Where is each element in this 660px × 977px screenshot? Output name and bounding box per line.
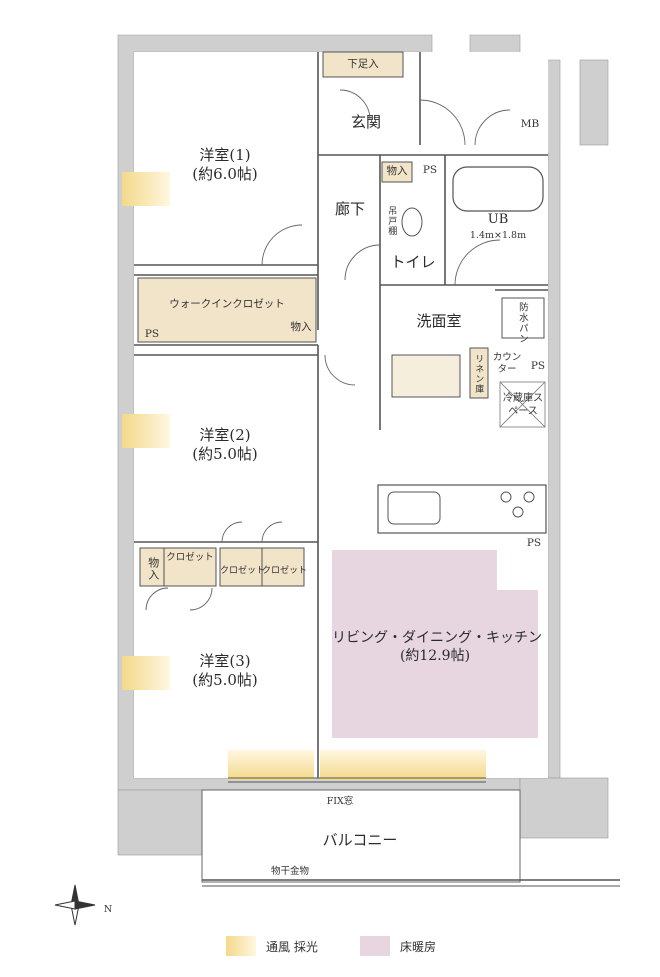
vent-balcony-2: [320, 750, 486, 780]
closet-1-box: [163, 547, 217, 587]
storage-a-label: 物入: [386, 165, 408, 177]
hallway-label: 廊下: [334, 200, 365, 218]
legend-floor-heating-label: 床暖房: [400, 940, 437, 954]
vanity: [391, 354, 461, 398]
ps-left-label: PS: [144, 328, 160, 340]
balcony-area: [201, 789, 521, 883]
western1-name: 洋室(1): [199, 146, 251, 164]
ub-label: UB: [487, 212, 509, 227]
toilet-label: トイレ: [390, 253, 436, 271]
compass-n-label: N: [103, 904, 113, 915]
closet-2-label: クロゼット: [220, 566, 266, 576]
fix-window-label: FIX窓: [326, 796, 354, 807]
western3-name: 洋室(3): [199, 652, 251, 670]
waterproof-pan: [501, 297, 545, 339]
shoe-box: [322, 51, 404, 78]
entrance-label: 玄関: [350, 113, 381, 131]
western1-label: 洋室(1) (約6.0帖): [180, 146, 270, 184]
walk-in-closet-label: ウォークインクロゼット: [169, 298, 285, 310]
western3-size: (約5.0帖): [192, 670, 258, 689]
closet-1-label: クロゼット: [166, 552, 214, 563]
laundry-hardware-label: 物干金物: [270, 866, 309, 877]
linen-label: リネン庫: [473, 354, 484, 394]
western2-label: 洋室(2) (約5.0帖): [180, 426, 270, 464]
western3-label: 洋室(3) (約5.0帖): [180, 652, 270, 690]
western2-size: (約5.0帖): [192, 444, 258, 463]
walk-in-closet-box: [137, 277, 317, 343]
closet-3-box: [261, 547, 305, 587]
storage-c-label: 物入: [146, 557, 160, 581]
counter-label: カウンター: [492, 352, 522, 375]
balcony-label: バルコニー: [322, 831, 398, 849]
floor-heating-area: [332, 550, 538, 738]
fridge-label: 冷蔵庫スペース: [503, 393, 543, 417]
mb-label: MB: [520, 118, 540, 130]
legend-swatch-ventilation: [226, 936, 256, 956]
washroom-label: 洗面室: [416, 312, 462, 330]
shoe-box-label: 下足入: [347, 58, 379, 70]
western2-name: 洋室(2): [199, 426, 251, 444]
vent-window-1: [122, 172, 170, 206]
toilet-bowl: [401, 207, 423, 237]
linen-box: [469, 347, 489, 399]
storage-a-box: [381, 161, 413, 183]
stove-burners: [500, 491, 535, 518]
legend-ventilation-label: 通風 採光: [266, 940, 318, 954]
closet-3-label: クロゼット: [262, 566, 308, 576]
hanging-shelf-label: 吊戸棚: [386, 206, 397, 236]
western1-size: (約6.0帖): [192, 164, 258, 183]
storage-b-label: 物入: [290, 321, 312, 333]
bathtub: [452, 166, 544, 212]
storage-c-box: [139, 547, 165, 587]
ub-size-label: 1.4m×1.8m: [469, 230, 527, 241]
vent-balcony-1: [228, 750, 314, 780]
kitchen-sink: [387, 491, 441, 525]
door-swings: [145, 89, 511, 611]
ldk-label: リビング・ダイニング・キッチン (約12.9帖): [332, 630, 542, 665]
fridge-space: [499, 381, 546, 428]
window-lines: [228, 777, 486, 783]
ps-kitchen-label: PS: [526, 537, 542, 549]
compass-icon: [54, 884, 96, 926]
legend-swatch-floor-heating: [360, 936, 390, 956]
ps-wash-label: PS: [530, 360, 546, 372]
interior-walls: [134, 52, 548, 778]
ps-top-label: PS: [422, 164, 438, 176]
ldk-name: リビング・ダイニング・キッチン: [332, 630, 542, 646]
vent-window-2: [122, 414, 170, 448]
ldk-size: (約12.9帖): [399, 647, 471, 664]
waterproof-pan-label: 防水パン: [516, 302, 528, 344]
vent-window-3: [122, 656, 170, 690]
